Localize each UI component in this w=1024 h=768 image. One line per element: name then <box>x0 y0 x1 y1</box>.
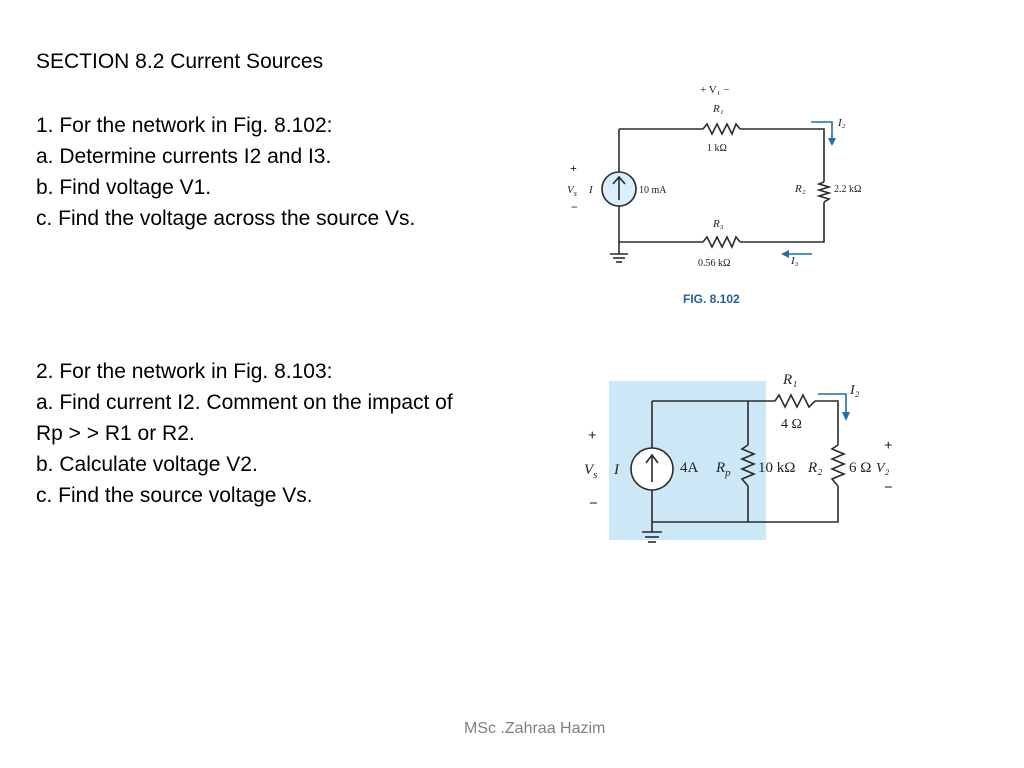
footer-author: MSc .Zahraa Hazim <box>464 720 606 737</box>
vs-plus: + <box>588 428 597 444</box>
i2-label: I₂ <box>849 383 860 398</box>
rp-value: 10 kΩ <box>758 460 795 476</box>
problem-1-line: a. Determine currents I2 and I3. <box>36 145 332 168</box>
resistor-rp-symbol <box>739 444 757 487</box>
i2-label: I₂ <box>837 117 846 129</box>
source-up-arrow-icon <box>645 453 659 482</box>
source-up-arrow-icon <box>612 175 626 200</box>
problem-2-line: Rp > > R1 or R2. <box>36 422 195 445</box>
v2-plus: + <box>884 438 893 454</box>
resistor-r1-symbol <box>774 393 816 409</box>
vs-label: Vs <box>567 184 577 198</box>
problem-1-line: b. Find voltage V1. <box>36 176 212 199</box>
problem-2-line: a. Find current I2. Comment on the impac… <box>36 391 453 414</box>
problem-1-text: 1. For the network in Fig. 8.102: a. Det… <box>36 110 415 234</box>
fig102-wires <box>618 128 825 254</box>
r2-value: 2.2 kΩ <box>834 184 861 195</box>
problem-2-line: c. Find the source voltage Vs. <box>36 484 313 507</box>
vs-label: Vs <box>584 462 597 481</box>
fig103-wires <box>651 400 839 532</box>
problem-1-line: c. Find the voltage across the source Vs… <box>36 207 416 230</box>
figure-caption: FIG. 8.102 <box>683 292 740 306</box>
problem-2-line: 2. For the network in Fig. 8.103: <box>36 360 333 383</box>
slide-title: SECTION 8.2 Current Sources <box>36 50 324 73</box>
vs-minus: − <box>571 200 578 214</box>
v2-minus: − <box>884 480 893 496</box>
r1-label: R₁ <box>712 103 724 115</box>
resistor-r1-symbol <box>702 122 741 136</box>
vs-plus: + <box>570 161 577 175</box>
current-i-label: I <box>588 184 594 196</box>
current-i-label: I <box>613 462 620 478</box>
r2-value: 6 Ω <box>849 460 871 476</box>
i3-label: I₃ <box>790 255 799 267</box>
problem-1-line: 1. For the network in Fig. 8.102: <box>36 114 333 137</box>
source-value: 4A <box>680 460 699 476</box>
rp-label: Rp <box>715 460 731 479</box>
r2-label: R₂ <box>794 183 806 195</box>
v1-label: + V₁ − <box>700 84 730 96</box>
ground-symbol <box>610 253 628 263</box>
source-value: 10 mA <box>639 185 667 196</box>
resistor-r3-symbol <box>702 235 741 249</box>
r1-value: 4 Ω <box>781 417 802 432</box>
r1-label: R₁ <box>782 372 797 388</box>
problem-2-line: b. Calculate voltage V2. <box>36 453 258 476</box>
ground-symbol <box>642 531 662 543</box>
r2-label: R₂ <box>807 460 822 476</box>
v2-label: V₂ <box>876 461 890 476</box>
resistor-r2-symbol <box>816 181 832 203</box>
r3-value: 0.56 kΩ <box>698 258 730 269</box>
r1-value: 1 kΩ <box>707 143 727 154</box>
resistor-r2-symbol <box>829 444 847 487</box>
i2-arrow-icon <box>818 393 847 414</box>
i2-arrow-icon <box>811 121 833 140</box>
r3-label: R₃ <box>712 218 724 230</box>
problem-2-text: 2. For the network in Fig. 8.103: a. Fin… <box>36 356 453 511</box>
vs-minus: − <box>589 496 598 512</box>
